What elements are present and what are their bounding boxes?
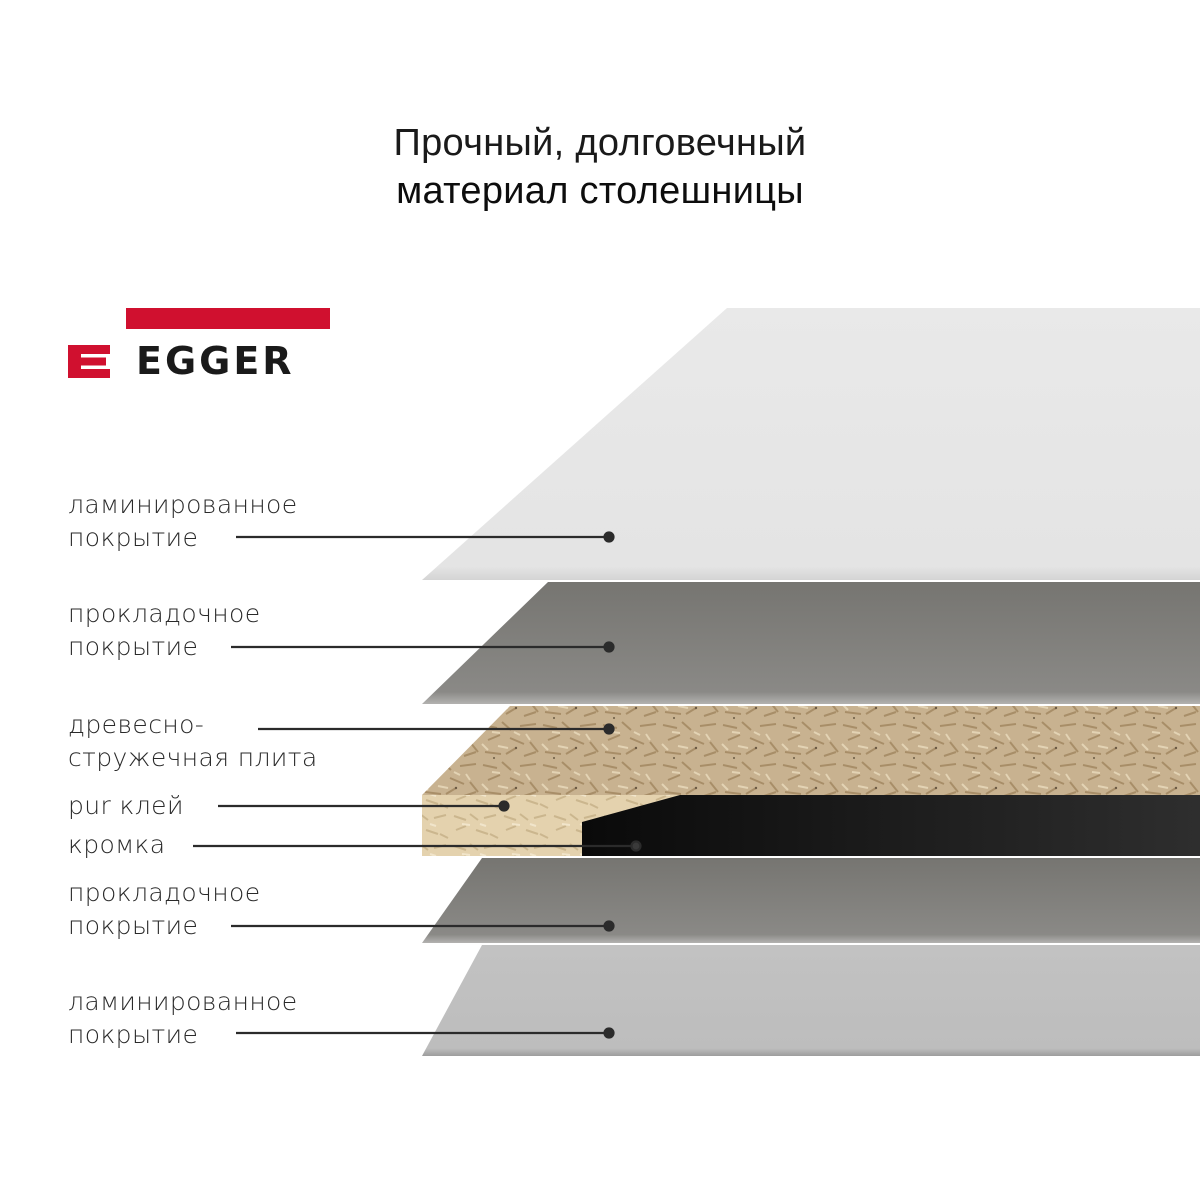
page-title-line-1: Прочный, долговечный [393, 122, 807, 164]
layer-bottom-underlay [422, 858, 1200, 943]
leader-dot-bottom-underlay [603, 920, 615, 932]
egger-logo: EGGER [68, 308, 332, 383]
leader-dot-top-underlay [603, 641, 615, 653]
leader-dot-pur-glue [498, 800, 510, 812]
leader-dot-bottom-laminate [603, 1027, 615, 1039]
label-bottom-underlay: прокладочное покрытие [68, 878, 261, 940]
logo-red-bar [126, 308, 330, 329]
layer-bottom-laminate [422, 945, 1200, 1056]
page-title-line-2: материал столешницы [396, 170, 804, 212]
layer-top-laminate [422, 308, 1200, 580]
layer-edge-band [582, 795, 1200, 856]
leader-dot-chipboard [603, 723, 615, 735]
layer-top-underlay [422, 582, 1200, 704]
label-pur-glue: pur клей [68, 791, 184, 820]
leader-dot-edge [630, 840, 642, 852]
label-chipboard: древесно- стружечная плита [68, 710, 318, 772]
label-top-laminate: ламинированное покрытие [68, 490, 298, 552]
label-edge: кромка [68, 830, 166, 859]
label-bottom-laminate: ламинированное покрытие [68, 987, 298, 1049]
logo-wordmark: EGGER [136, 339, 295, 383]
logo-e-icon [68, 345, 110, 378]
label-top-underlay: прокладочное покрытие [68, 599, 261, 661]
leader-dot-top-laminate [603, 531, 615, 543]
layer-chipboard-face [422, 706, 1200, 795]
